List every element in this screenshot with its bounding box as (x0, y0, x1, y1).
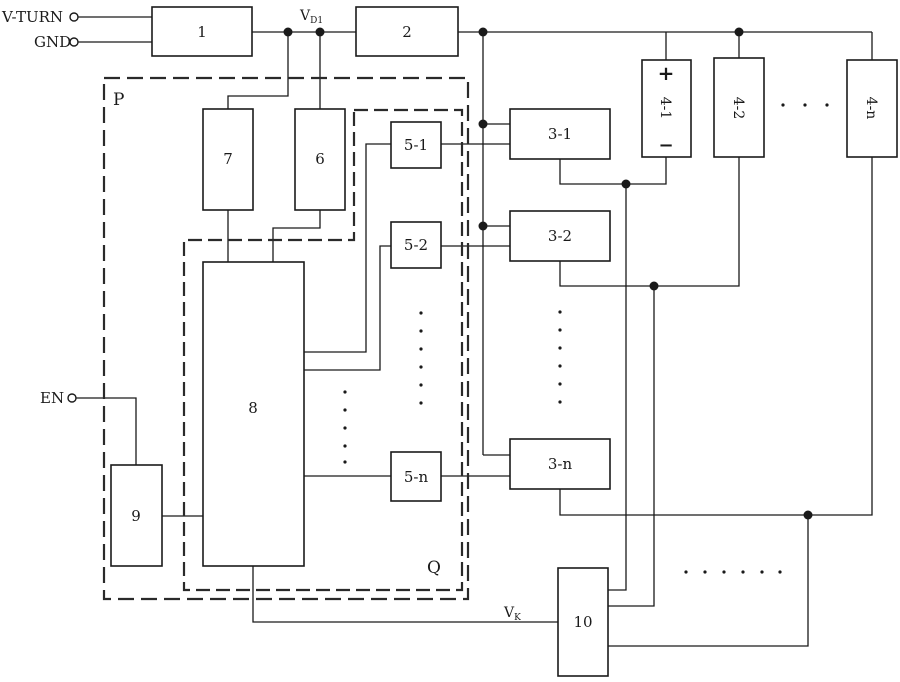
region-q-boundary (182, 108, 464, 592)
v-turn-label: V-TURN (1, 8, 63, 26)
en-label: EN (40, 389, 64, 407)
block-3-2-label: 3-2 (548, 227, 572, 245)
block-7 (202, 108, 254, 211)
block-3-1-label: 3-1 (548, 125, 572, 143)
block-4-n-label: 4-n (863, 97, 879, 120)
block-3-2 (509, 210, 611, 262)
block-3-n-label: 3-n (548, 455, 573, 473)
block-8 (202, 261, 305, 567)
block-3-n (509, 438, 611, 490)
block-4-2 (713, 57, 765, 158)
block-2 (355, 6, 459, 57)
gnd-label: GND (34, 33, 71, 51)
block-7-label: 7 (223, 150, 233, 168)
block-4-n (846, 59, 898, 158)
block-2-label: 2 (402, 23, 412, 41)
block-10-label: 10 (573, 613, 592, 631)
battery-4-1 (641, 59, 692, 158)
block-5-1-label: 5-1 (404, 136, 428, 154)
battery-4-1-label: 4-1 (657, 97, 673, 120)
region-q-label: Q (427, 558, 441, 578)
block-3-1 (509, 108, 611, 160)
vd1-label: VD1 (299, 8, 323, 26)
vk-label: VK (503, 605, 521, 623)
battery-minus-sign: − (658, 135, 673, 156)
region-p-boundary (102, 76, 470, 601)
junction-dots (283, 27, 813, 520)
ellipsis-dots (343, 103, 829, 574)
block-8-label: 8 (248, 399, 258, 417)
block-9-label: 9 (131, 507, 141, 525)
block-5-1 (390, 121, 442, 169)
block-1-label: 1 (197, 23, 207, 41)
block-4-2-label: 4-2 (730, 97, 746, 120)
v-turn-terminal (69, 12, 79, 22)
block-5-n-label: 5-n (404, 468, 429, 486)
block-5-2 (390, 221, 442, 269)
block-6 (294, 108, 346, 211)
block-9 (110, 464, 163, 567)
block-10 (557, 567, 609, 677)
block-5-2-label: 5-2 (404, 236, 428, 254)
block-1 (151, 6, 253, 57)
block-5-n (390, 451, 442, 502)
block-6-label: 6 (315, 150, 325, 168)
en-terminal (67, 393, 77, 403)
gnd-terminal (69, 37, 79, 47)
battery-plus-sign: + (658, 61, 675, 85)
region-p-label: P (113, 90, 124, 110)
